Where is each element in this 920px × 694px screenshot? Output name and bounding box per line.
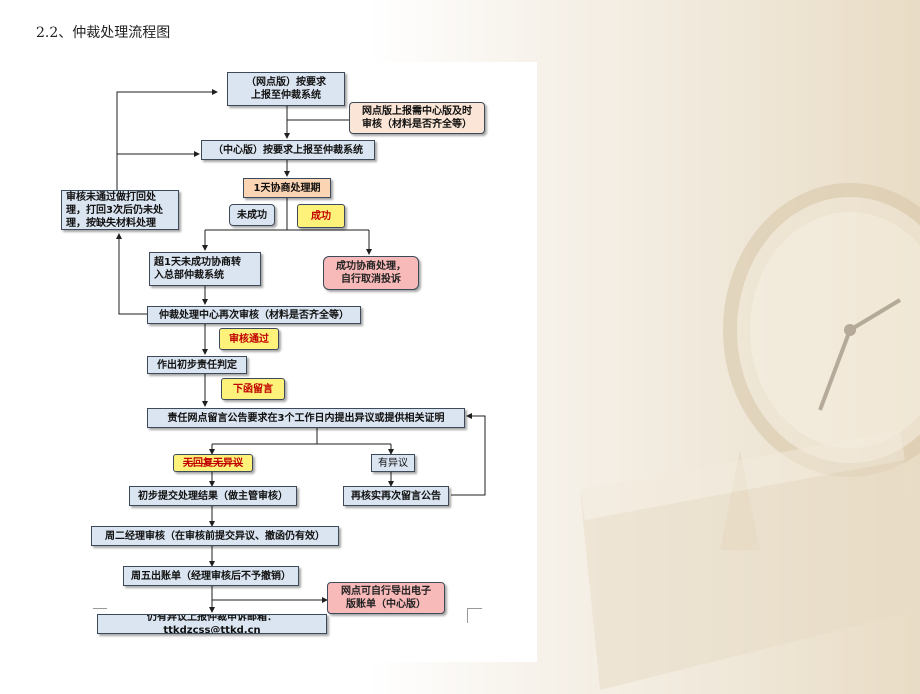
node-report-outlet: （网点版）按要求 上报至仲裁系统 xyxy=(227,72,345,106)
node-unsuccessful: 未成功 xyxy=(229,204,275,226)
node-center-review-note: 网点版上报需中心版及时 审核（材料是否齐全等） xyxy=(349,102,485,134)
node-reverify-notice: 再核实再次留言公告 xyxy=(343,486,449,506)
node-transfer-hq: 超1天未成功协商转 入总部仲裁系统 xyxy=(149,252,261,286)
node-preliminary-judgment: 作出初步责任判定 xyxy=(147,356,247,374)
page-title: 2.2、仲裁处理流程图 xyxy=(36,25,171,41)
node-notice-objection: 责任网点留言公告要求在3个工作日内提出异议或提供相关证明 xyxy=(147,408,465,428)
book-illustration xyxy=(560,390,920,690)
node-no-objection: 无回复无异议 xyxy=(173,454,253,472)
node-negotiation-period: 1天协商处理期 xyxy=(243,178,331,198)
node-cancel-complaint: 成功协商处理， 自行取消投诉 xyxy=(323,256,419,290)
node-review-failed: 审核未通过做打回处 理，打回3次后仍未处 理，按缺失材料处理 xyxy=(61,190,179,230)
node-appeal-email: 仍有异议上报仲裁申诉邮箱：ttkdzcss@ttkd.cn xyxy=(97,614,327,634)
node-friday-bill: 周五出账单（经理审核后不予撤销） xyxy=(123,566,299,586)
flowchart-panel: （网点版）按要求 上报至仲裁系统 网点版上报需中心版及时 审核（材料是否齐全等）… xyxy=(57,62,537,662)
flow-connectors xyxy=(116,89,486,613)
node-report-center: （中心版）按要求上报至仲裁系统 xyxy=(201,140,375,160)
node-review-passed: 审核通过 xyxy=(219,328,279,350)
node-export-bill: 网点可自行导出电子 版账单（中心版） xyxy=(327,582,445,614)
node-successful: 成功 xyxy=(297,204,345,228)
node-has-objection: 有异议 xyxy=(371,454,415,472)
corner-mark-left xyxy=(93,608,107,623)
node-arbitration-review: 仲裁处理中心再次审核（材料是否齐全等） xyxy=(147,306,361,324)
node-submit-result: 初步提交处理结果（做主管审核） xyxy=(129,486,297,506)
corner-mark-right xyxy=(467,608,482,623)
clock-illustration xyxy=(700,150,920,570)
node-tuesday-review: 周二经理审核（在审核前提交异议、撤函仍有效） xyxy=(91,526,339,546)
node-send-letter: 下函留言 xyxy=(221,378,285,400)
